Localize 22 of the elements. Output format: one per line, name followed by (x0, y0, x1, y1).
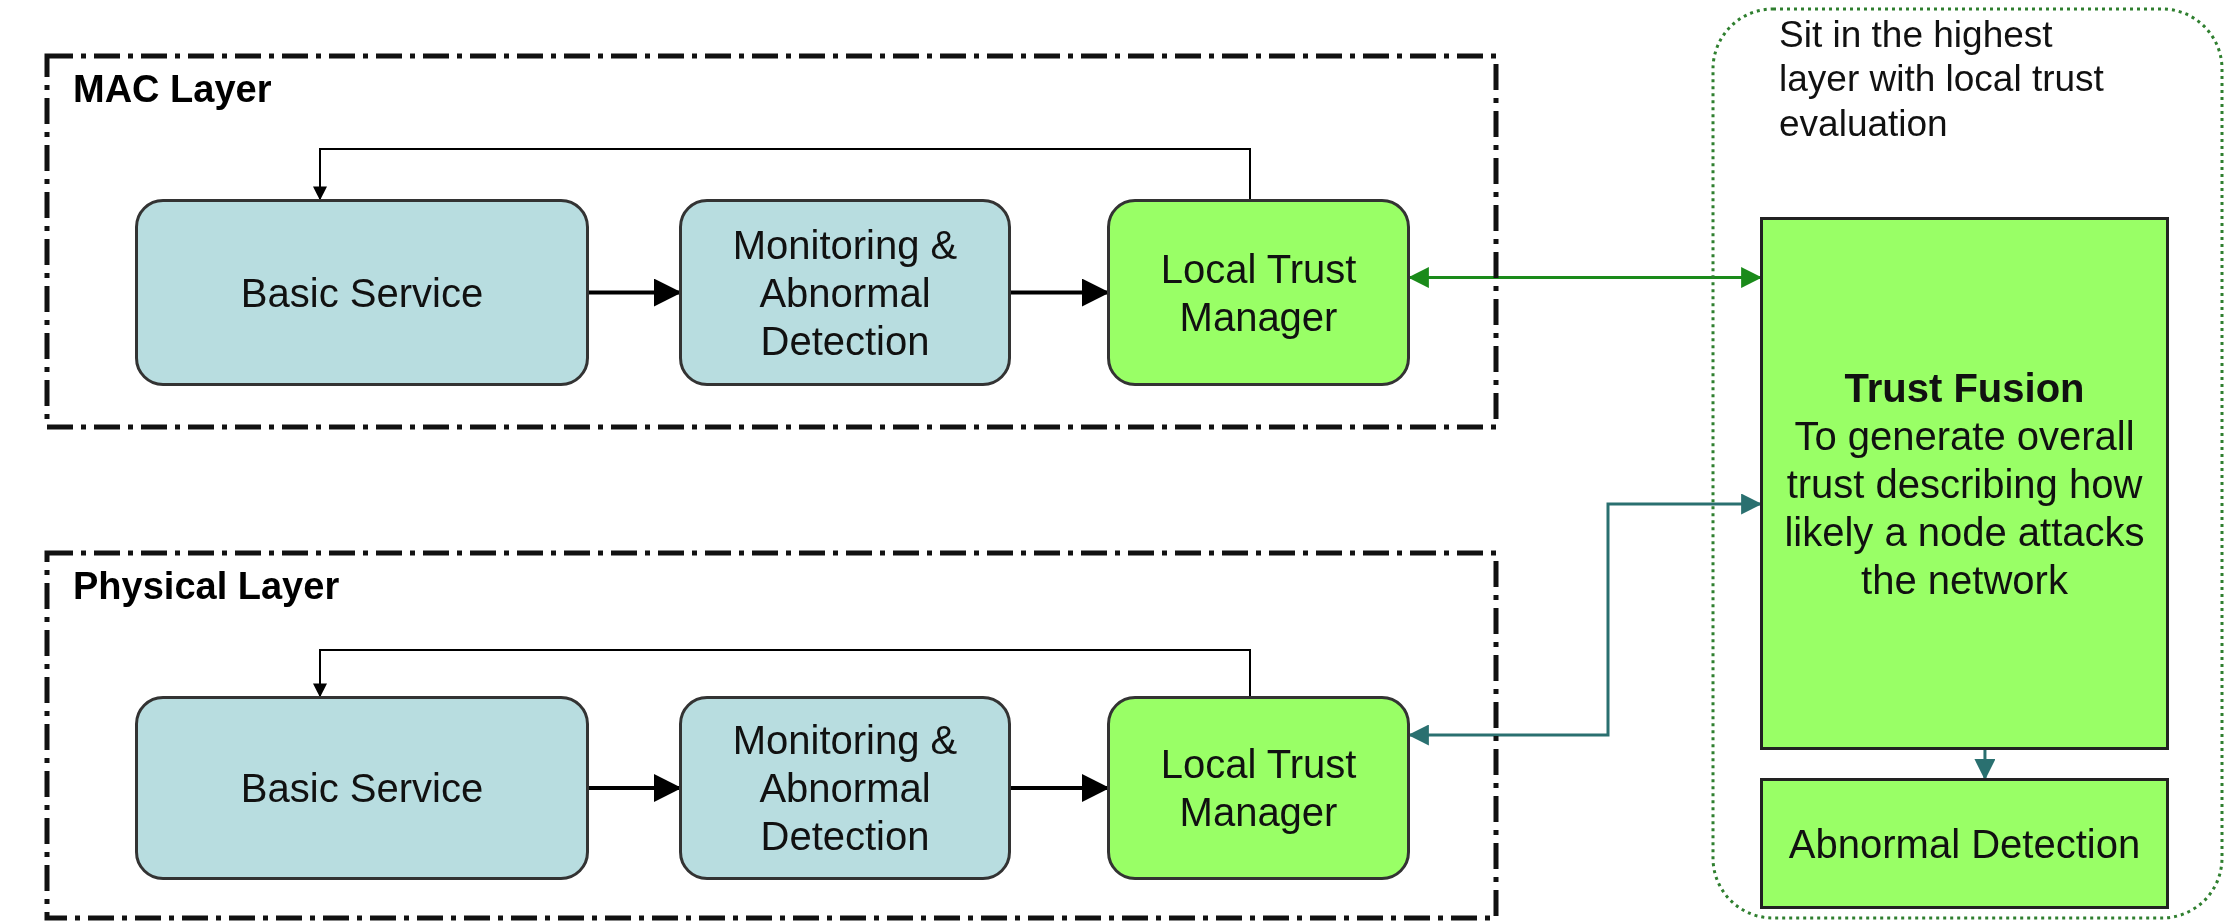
box-label: Monitoring & Abnormal Detection (731, 717, 959, 860)
box-label: Basic Service (240, 269, 484, 317)
box-label: Basic Service (240, 765, 484, 812)
box-label: Monitoring & Abnormal Detection (731, 221, 959, 365)
process-box (1107, 199, 1410, 386)
arrow (313, 148, 1251, 201)
process-box (135, 199, 589, 386)
box-label: Local Trust Manager (1159, 741, 1358, 836)
layer-title: Physical Layer (73, 565, 340, 608)
process-box (679, 199, 1011, 386)
process-box (1760, 217, 2169, 750)
box-label: Local Trust Manager (1159, 245, 1358, 341)
box-label: Abnormal Detection (1788, 820, 2141, 868)
process-box (1107, 696, 1410, 880)
process-box (679, 696, 1011, 880)
layer-title: MAC Layer (73, 68, 272, 111)
arrow (313, 649, 1251, 698)
note-text: Sit in the highest layer with local trust evaluation (1779, 13, 2105, 146)
box-body: To generate overall trust describing how likely a node attacks the network (1783, 412, 2146, 604)
process-box (135, 696, 589, 880)
process-box (1760, 778, 2169, 909)
box-heading: Trust Fusion (1844, 364, 2085, 412)
